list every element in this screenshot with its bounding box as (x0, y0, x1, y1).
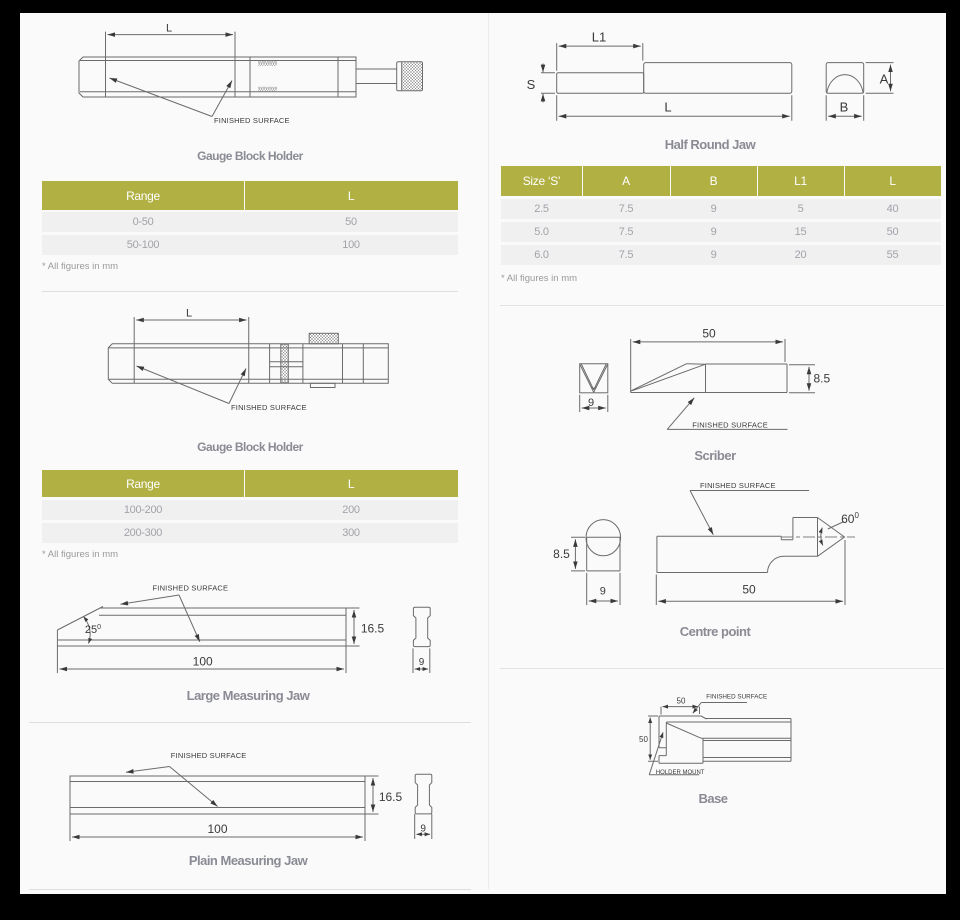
svg-text:L: L (186, 308, 192, 320)
svg-text:FINISHED SURFACE: FINISHED SURFACE (692, 420, 768, 429)
svg-text:9: 9 (420, 823, 426, 834)
svg-text:L: L (166, 23, 172, 35)
svg-text:S: S (527, 77, 536, 92)
svg-text:50: 50 (702, 326, 716, 340)
svg-text:50: 50 (742, 582, 756, 596)
svg-text:FINISHED SURFACE: FINISHED SURFACE (706, 693, 767, 700)
svg-text:250: 250 (85, 624, 101, 636)
svg-text:9: 9 (419, 657, 425, 668)
svg-text:9: 9 (600, 586, 606, 598)
svg-text:B: B (840, 100, 849, 115)
svg-text:100: 100 (207, 822, 227, 836)
svg-text:A: A (880, 72, 889, 87)
svg-text:FINISHED SURFACE: FINISHED SURFACE (171, 751, 247, 760)
svg-text:FINISHED SURFACE: FINISHED SURFACE (231, 403, 307, 412)
svg-text:100: 100 (193, 654, 213, 668)
svg-text:600: 600 (841, 511, 859, 526)
svg-text:16.5: 16.5 (361, 622, 385, 636)
svg-text:50: 50 (639, 735, 648, 744)
svg-text:HOLDER MOUNT: HOLDER MOUNT (656, 770, 705, 776)
svg-text:L: L (664, 100, 671, 115)
svg-text:50: 50 (677, 697, 686, 706)
svg-text:8.5: 8.5 (814, 371, 831, 385)
svg-text:FINISHED SURFACE: FINISHED SURFACE (153, 584, 229, 593)
svg-text:9: 9 (588, 397, 594, 409)
svg-text:FINISHED SURFACE: FINISHED SURFACE (214, 116, 290, 125)
svg-text:8.5: 8.5 (553, 547, 570, 561)
svg-text:FINISHED SURFACE: FINISHED SURFACE (700, 481, 776, 490)
svg-text:L1: L1 (592, 30, 606, 45)
svg-text:16.5: 16.5 (379, 790, 403, 804)
